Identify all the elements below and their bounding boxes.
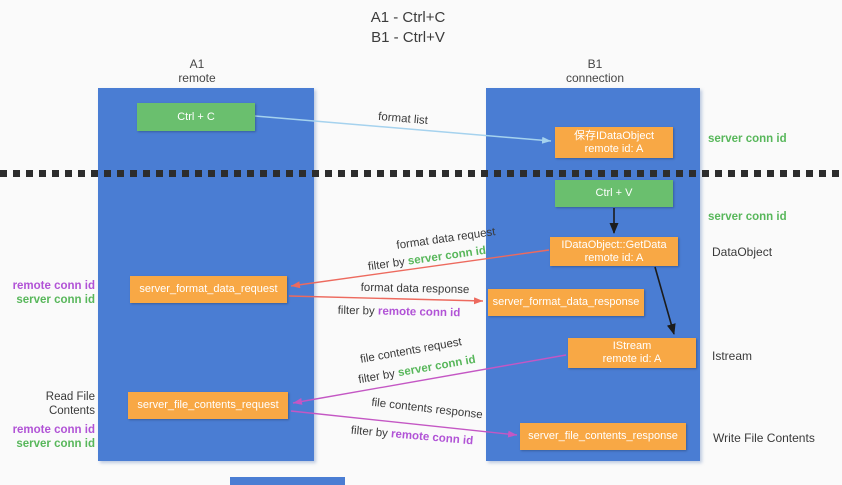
node-istream-line1: IStream [612,340,652,352]
label-server-conn-id-2: server conn id [16,438,95,450]
label-filter-by-remote-conn-id-1: filter by remote conn id [338,305,461,320]
node-server-file-contents-response: server_file_contents_response [520,423,686,450]
node-ctrl-v-label: Ctrl + V [595,187,633,199]
label-server-conn-id-1: server conn id [16,294,95,306]
label-remote-conn-id-2: remote conn id [12,424,95,436]
diagram-title: A1 - Ctrl+C B1 - Ctrl+V [0,8,816,48]
node-server-format-data-response: server_format_data_response [488,289,644,316]
node-file-response-label: server_file_contents_response [528,430,678,442]
column-b1-role: connection [565,71,625,85]
column-header-b1: B1 connection [485,57,705,85]
label-stack-format: remote conn id server conn id [0,279,95,307]
node-file-request-label: server_file_contents_request [137,399,279,411]
label-read-file-contents: Read File Contents [45,391,95,417]
node-format-request-label: server_format_data_request [139,283,278,295]
node-server-format-data-request: server_format_data_request [130,276,287,303]
node-save-idataobject-line2: remote id: A [584,142,644,155]
column-a1-name: A1 [189,57,205,71]
column-header-a1: A1 remote [87,57,307,85]
label-remote-conn-id-1: remote conn id [12,280,95,292]
label-stack-file: Read File Contents remote conn id server… [0,390,95,451]
arrow-file-contents-response [290,410,518,438]
label-istream: Istream [712,349,753,363]
filter-by-text: filter by [337,304,375,318]
node-format-response-label: server_format_data_response [492,296,640,308]
arrow-file-contents-request [292,354,567,405]
node-save-idataobject-line1: 保存IDataObject [573,129,655,142]
arrow-format-data-response [288,295,484,305]
label-format-data-response: format data response [360,281,470,297]
node-getdata-line1: IDataObject::GetData [561,238,667,251]
dotted-divider [0,170,842,177]
node-idataobject-getdata: IDataObject::GetData remote id: A [550,237,678,266]
label-server-conn-id-mid: server conn id [708,211,787,223]
label-dataobject: DataObject [712,245,773,259]
label-server-conn-id-top: server conn id [708,133,787,145]
node-ctrl-v: Ctrl + V [555,180,673,207]
arrow-format-data-request [290,249,550,289]
node-ctrl-c-label: Ctrl + C [177,110,215,123]
node-istream-line2: remote id: A [602,353,662,365]
bottom-blue-bar [230,477,345,485]
title-line-1: A1 - Ctrl+C [370,9,446,26]
arrow-format-list [254,115,552,144]
column-a1-role: remote [178,71,216,85]
node-save-idataobject: 保存IDataObject remote id: A [555,127,673,158]
node-server-file-contents-request: server_file_contents_request [128,392,288,419]
node-getdata-line2: remote id: A [584,251,644,264]
arrow-getdata-to-istream [654,266,676,335]
node-istream: IStream remote id: A [568,338,696,368]
filter-remote-conn-id: remote conn id [377,305,461,320]
title-line-2: B1 - Ctrl+V [371,29,445,46]
column-b1-name: B1 [587,57,603,71]
node-ctrl-c: Ctrl + C [137,103,255,131]
label-write-file-contents: Write File Contents [713,431,815,445]
